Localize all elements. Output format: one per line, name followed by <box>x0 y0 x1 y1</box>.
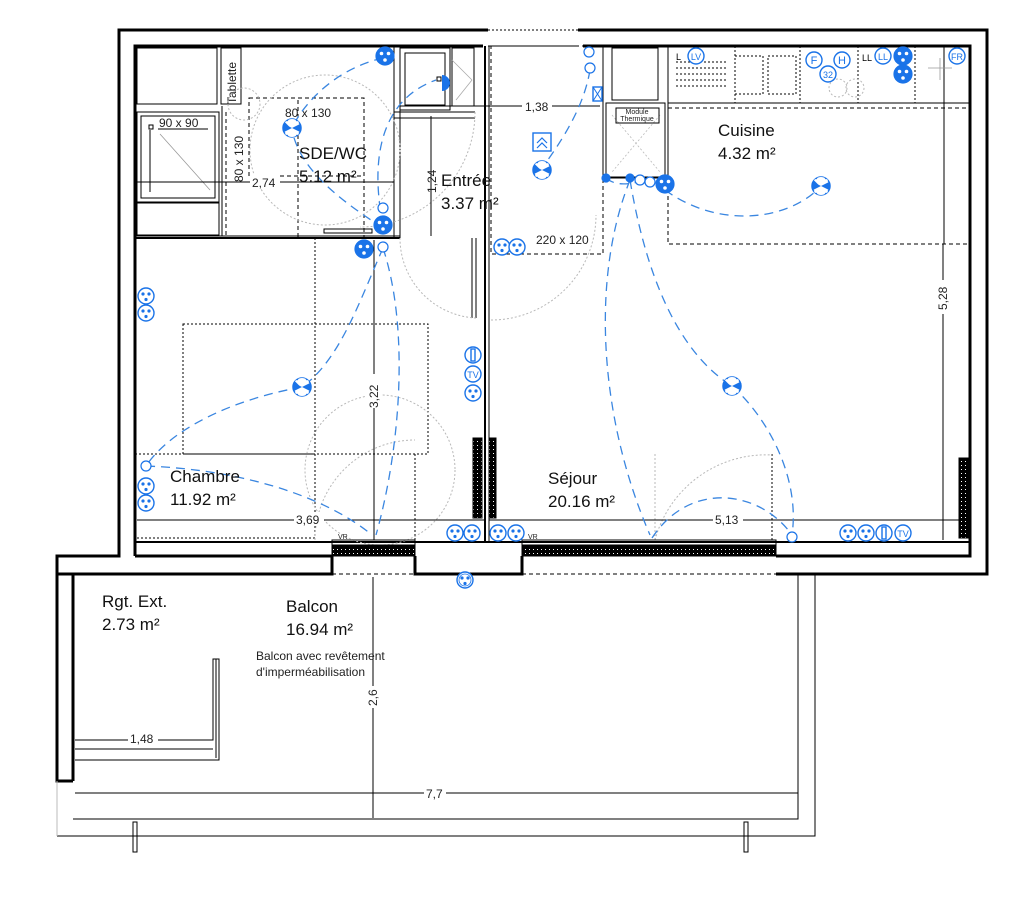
switch-icon <box>786 531 798 543</box>
washing-machine-icon <box>874 47 892 65</box>
dim-chambre-width: 3,69 <box>296 513 320 527</box>
dim-sejour-height: 5,28 <box>936 286 950 310</box>
socket-icon <box>493 238 511 256</box>
dim-entree-height: 1,24 <box>425 169 439 193</box>
dim-chambre-height: 3,22 <box>367 384 381 408</box>
socket-icon <box>354 239 374 259</box>
bathroom-fixtures: Tablette 90 x 90 80 x 130 80 x 130 <box>136 47 475 236</box>
socket-icon <box>137 477 155 495</box>
svg-text:FR: FR <box>951 52 963 62</box>
switch-icon <box>584 62 596 74</box>
room-name-balcon: Balcon <box>286 597 338 616</box>
svg-text:H: H <box>838 55 846 67</box>
socket-icon <box>463 524 481 542</box>
hood-icon <box>833 51 851 69</box>
ceiling-light-icon <box>810 176 831 196</box>
svg-text:LL: LL <box>878 52 888 62</box>
oven-icon <box>805 51 823 69</box>
switch-icon <box>644 176 656 188</box>
room-labels: SDE/WC 5.12 m² Entrée 3.37 m² 220 x 120 … <box>102 121 776 679</box>
ceiling-light-icon <box>281 118 302 138</box>
room-name-cuisine: Cuisine <box>718 121 775 140</box>
svg-text:L: L <box>676 52 681 62</box>
room-area-balcon: 16.94 m² <box>286 620 353 639</box>
svg-text:TV: TV <box>467 370 479 380</box>
tv-socket-icon <box>464 365 482 383</box>
svg-text:F: F <box>811 55 818 67</box>
switch-icon <box>377 202 389 214</box>
room-area-chambre: 11.92 m² <box>170 490 236 509</box>
interphone-icon <box>532 132 552 152</box>
pmr-space-1-label: 80 x 130 <box>285 106 331 120</box>
svg-text:TV: TV <box>897 529 909 539</box>
balcony-note-line1: Balcon avec revêtement <box>256 649 385 663</box>
room-name-rgt-ext: Rgt. Ext. <box>102 592 167 611</box>
outer-walls <box>55 28 989 783</box>
dashed-zones <box>134 45 971 540</box>
dim-sejour-width: 5,13 <box>715 513 739 527</box>
socket-icon <box>373 215 393 235</box>
wall-light-icon <box>442 75 450 91</box>
fridge-icon <box>948 47 966 65</box>
svg-text:32: 32 <box>823 70 833 80</box>
socket-icon <box>137 494 155 512</box>
balcony-note-line2: d'imperméabilisation <box>256 665 365 679</box>
socket-icon <box>507 524 525 542</box>
room-area-sde-wc: 5.12 m² <box>299 167 357 186</box>
room-name-entree: Entrée <box>441 171 491 190</box>
vr-right-label: VR <box>528 534 538 541</box>
windows: VR VR <box>331 534 777 575</box>
vr-left-label: VR <box>338 534 348 541</box>
tablette-label: Tablette <box>225 62 239 104</box>
junction-icon <box>601 173 611 183</box>
dim-sde-width: 2,74 <box>252 176 276 190</box>
switch-icon <box>583 46 595 58</box>
tv-socket-icon <box>894 524 912 542</box>
room-name-sejour: Séjour <box>548 469 597 488</box>
socket-icon <box>893 46 913 66</box>
socket-icon <box>137 304 155 322</box>
socket-icon <box>893 64 913 84</box>
switch-icon <box>140 460 152 472</box>
socket-icon <box>508 238 526 256</box>
room-name-sde-wc: SDE/WC <box>299 144 367 163</box>
ceiling-light-icon <box>291 377 312 397</box>
entree-space-label: 220 x 120 <box>536 233 589 247</box>
socket-icon <box>857 524 875 542</box>
ceiling-light-icon <box>721 376 742 396</box>
dim-rgt-width: 1,48 <box>130 732 154 746</box>
socket-icon <box>489 524 507 542</box>
socket-icon <box>655 174 675 194</box>
room-area-entree: 3.37 m² <box>441 194 499 213</box>
socket-icon <box>375 46 395 66</box>
dim-entree-width: 1,38 <box>525 100 549 114</box>
room-area-rgt-ext: 2.73 m² <box>102 615 160 634</box>
electrical-symbols: TV TV LV L F H 32 LL LL FR <box>137 46 966 589</box>
switch-icon <box>377 241 389 253</box>
module-label-2: Thermique <box>620 116 654 123</box>
electrical-wiring <box>145 57 822 539</box>
switch-icon <box>634 174 646 186</box>
pmr-space-2-label: 80 x 130 <box>232 136 246 182</box>
room-name-chambre: Chambre <box>170 467 240 486</box>
cooktop-icon <box>819 65 837 83</box>
junction-icon <box>625 173 635 183</box>
shower-size-label: 90 x 90 <box>159 116 199 130</box>
dim-balcon-depth: 2,6 <box>366 689 380 706</box>
balcony-outline <box>56 573 816 853</box>
ceiling-light-icon <box>531 160 552 180</box>
svg-text:LV: LV <box>691 52 701 62</box>
room-area-cuisine: 4.32 m² <box>718 144 776 163</box>
room-area-sejour: 20.16 m² <box>548 492 615 511</box>
dim-balcon-length: 7,7 <box>426 787 443 801</box>
dishwasher-icon <box>687 47 705 65</box>
dimension-lines: 2,74 1,38 1,24 3,22 3,69 5,13 5,28 2,6 7… <box>75 99 968 818</box>
socket-icon <box>464 384 482 402</box>
socket-icon <box>137 287 155 305</box>
socket-icon <box>839 524 857 542</box>
module-label-1: Module <box>626 109 649 116</box>
svg-text:LL: LL <box>862 53 872 63</box>
socket-icon <box>446 524 464 542</box>
partitions <box>135 46 970 542</box>
